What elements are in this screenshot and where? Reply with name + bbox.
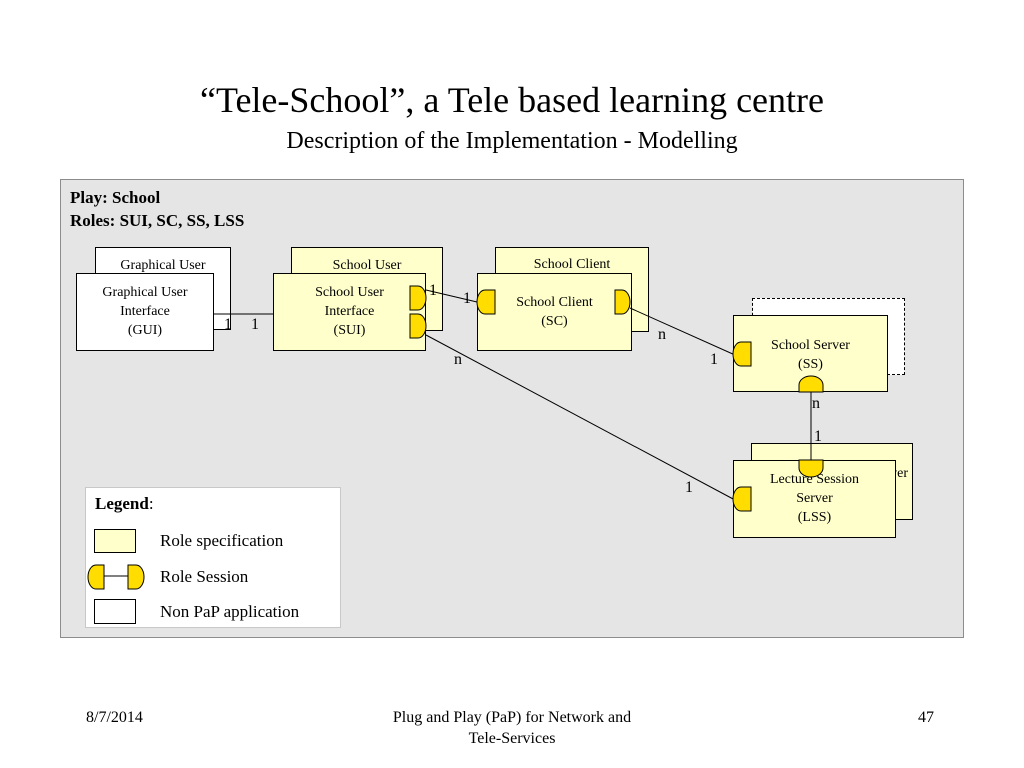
play-roles-label: Play: School Roles: SUI, SC, SS, LSS (70, 186, 244, 232)
mult-sui-sc-right: 1 (463, 290, 471, 307)
sui-port-top-icon (409, 285, 427, 311)
roles-label: Roles: SUI, SC, SS, LSS (70, 211, 245, 230)
mult-sui-lss-left: n (454, 351, 462, 368)
footer-center-line2: Tele-Services (468, 730, 556, 747)
sui-sc-connector (425, 289, 478, 303)
legend-role-session-label: Role Session (160, 567, 249, 586)
footer-center: Plug and Play (PaP) for Network and Tele… (312, 707, 712, 749)
legend-title-colon: : (148, 494, 154, 513)
mult-sc-ss-right: 1 (710, 351, 718, 368)
mult-ss-lss-bottom: 1 (814, 428, 822, 445)
mult-ss-lss-top: n (812, 395, 820, 412)
mult-sc-ss-left: n (658, 326, 666, 343)
sc-port-left-icon (476, 289, 496, 315)
sc-box: School Client (SC) (477, 273, 632, 351)
gui-back-label: Graphical User (120, 258, 206, 273)
legend-title: Legend: (95, 494, 154, 514)
mult-sui-sc-left: 1 (429, 282, 437, 299)
play-label: Play: School (70, 188, 161, 207)
sc-ss-connector (629, 307, 736, 356)
page-number: 47 (918, 709, 934, 726)
sui-box: School User Interface (SUI) (273, 273, 426, 351)
mult-sui-lss-right: 1 (685, 479, 693, 496)
legend-non-pap-label: Non PaP application (160, 602, 300, 621)
footer-date: 8/7/2014 (86, 709, 143, 726)
ss-port-left-icon (732, 341, 752, 367)
ss-label: School Server (SS) (771, 338, 850, 372)
legend-role-spec-label: Role specification (160, 531, 284, 550)
lss-label: Lecture Session Server (LSS) (769, 472, 860, 525)
slide-title: “Tele-School”, a Tele based learning cen… (200, 80, 824, 120)
sc-port-right-icon (614, 289, 631, 315)
lss-port-left-icon (732, 486, 752, 512)
sui-port-bottom-icon (409, 313, 427, 339)
legend-title-text: Legend (95, 494, 149, 513)
legend-role-spec-swatch (94, 529, 136, 553)
legend-role-session-icon (87, 564, 145, 590)
mult-gui-sui-right: 1 (251, 316, 259, 333)
sc-label: School Client (SC) (516, 295, 593, 329)
mult-gui-sui-left: 1 (224, 316, 232, 333)
gui-label: Graphical User Interface (GUI) (102, 285, 188, 338)
footer-center-line1: Plug and Play (PaP) for Network and (392, 709, 632, 726)
sui-label: School User Interface (SUI) (315, 285, 384, 338)
ss-port-bottom-icon (798, 375, 824, 393)
sui-lss-connector (425, 334, 736, 501)
lss-port-top-icon (798, 459, 824, 478)
slide-subtitle: Description of the Implementation - Mode… (286, 128, 738, 154)
legend-non-pap-swatch (94, 599, 136, 624)
sc-back-label: School Client (533, 257, 611, 272)
sui-back-label: School User (332, 258, 402, 273)
gui-box: Graphical User Interface (GUI) (76, 273, 214, 351)
